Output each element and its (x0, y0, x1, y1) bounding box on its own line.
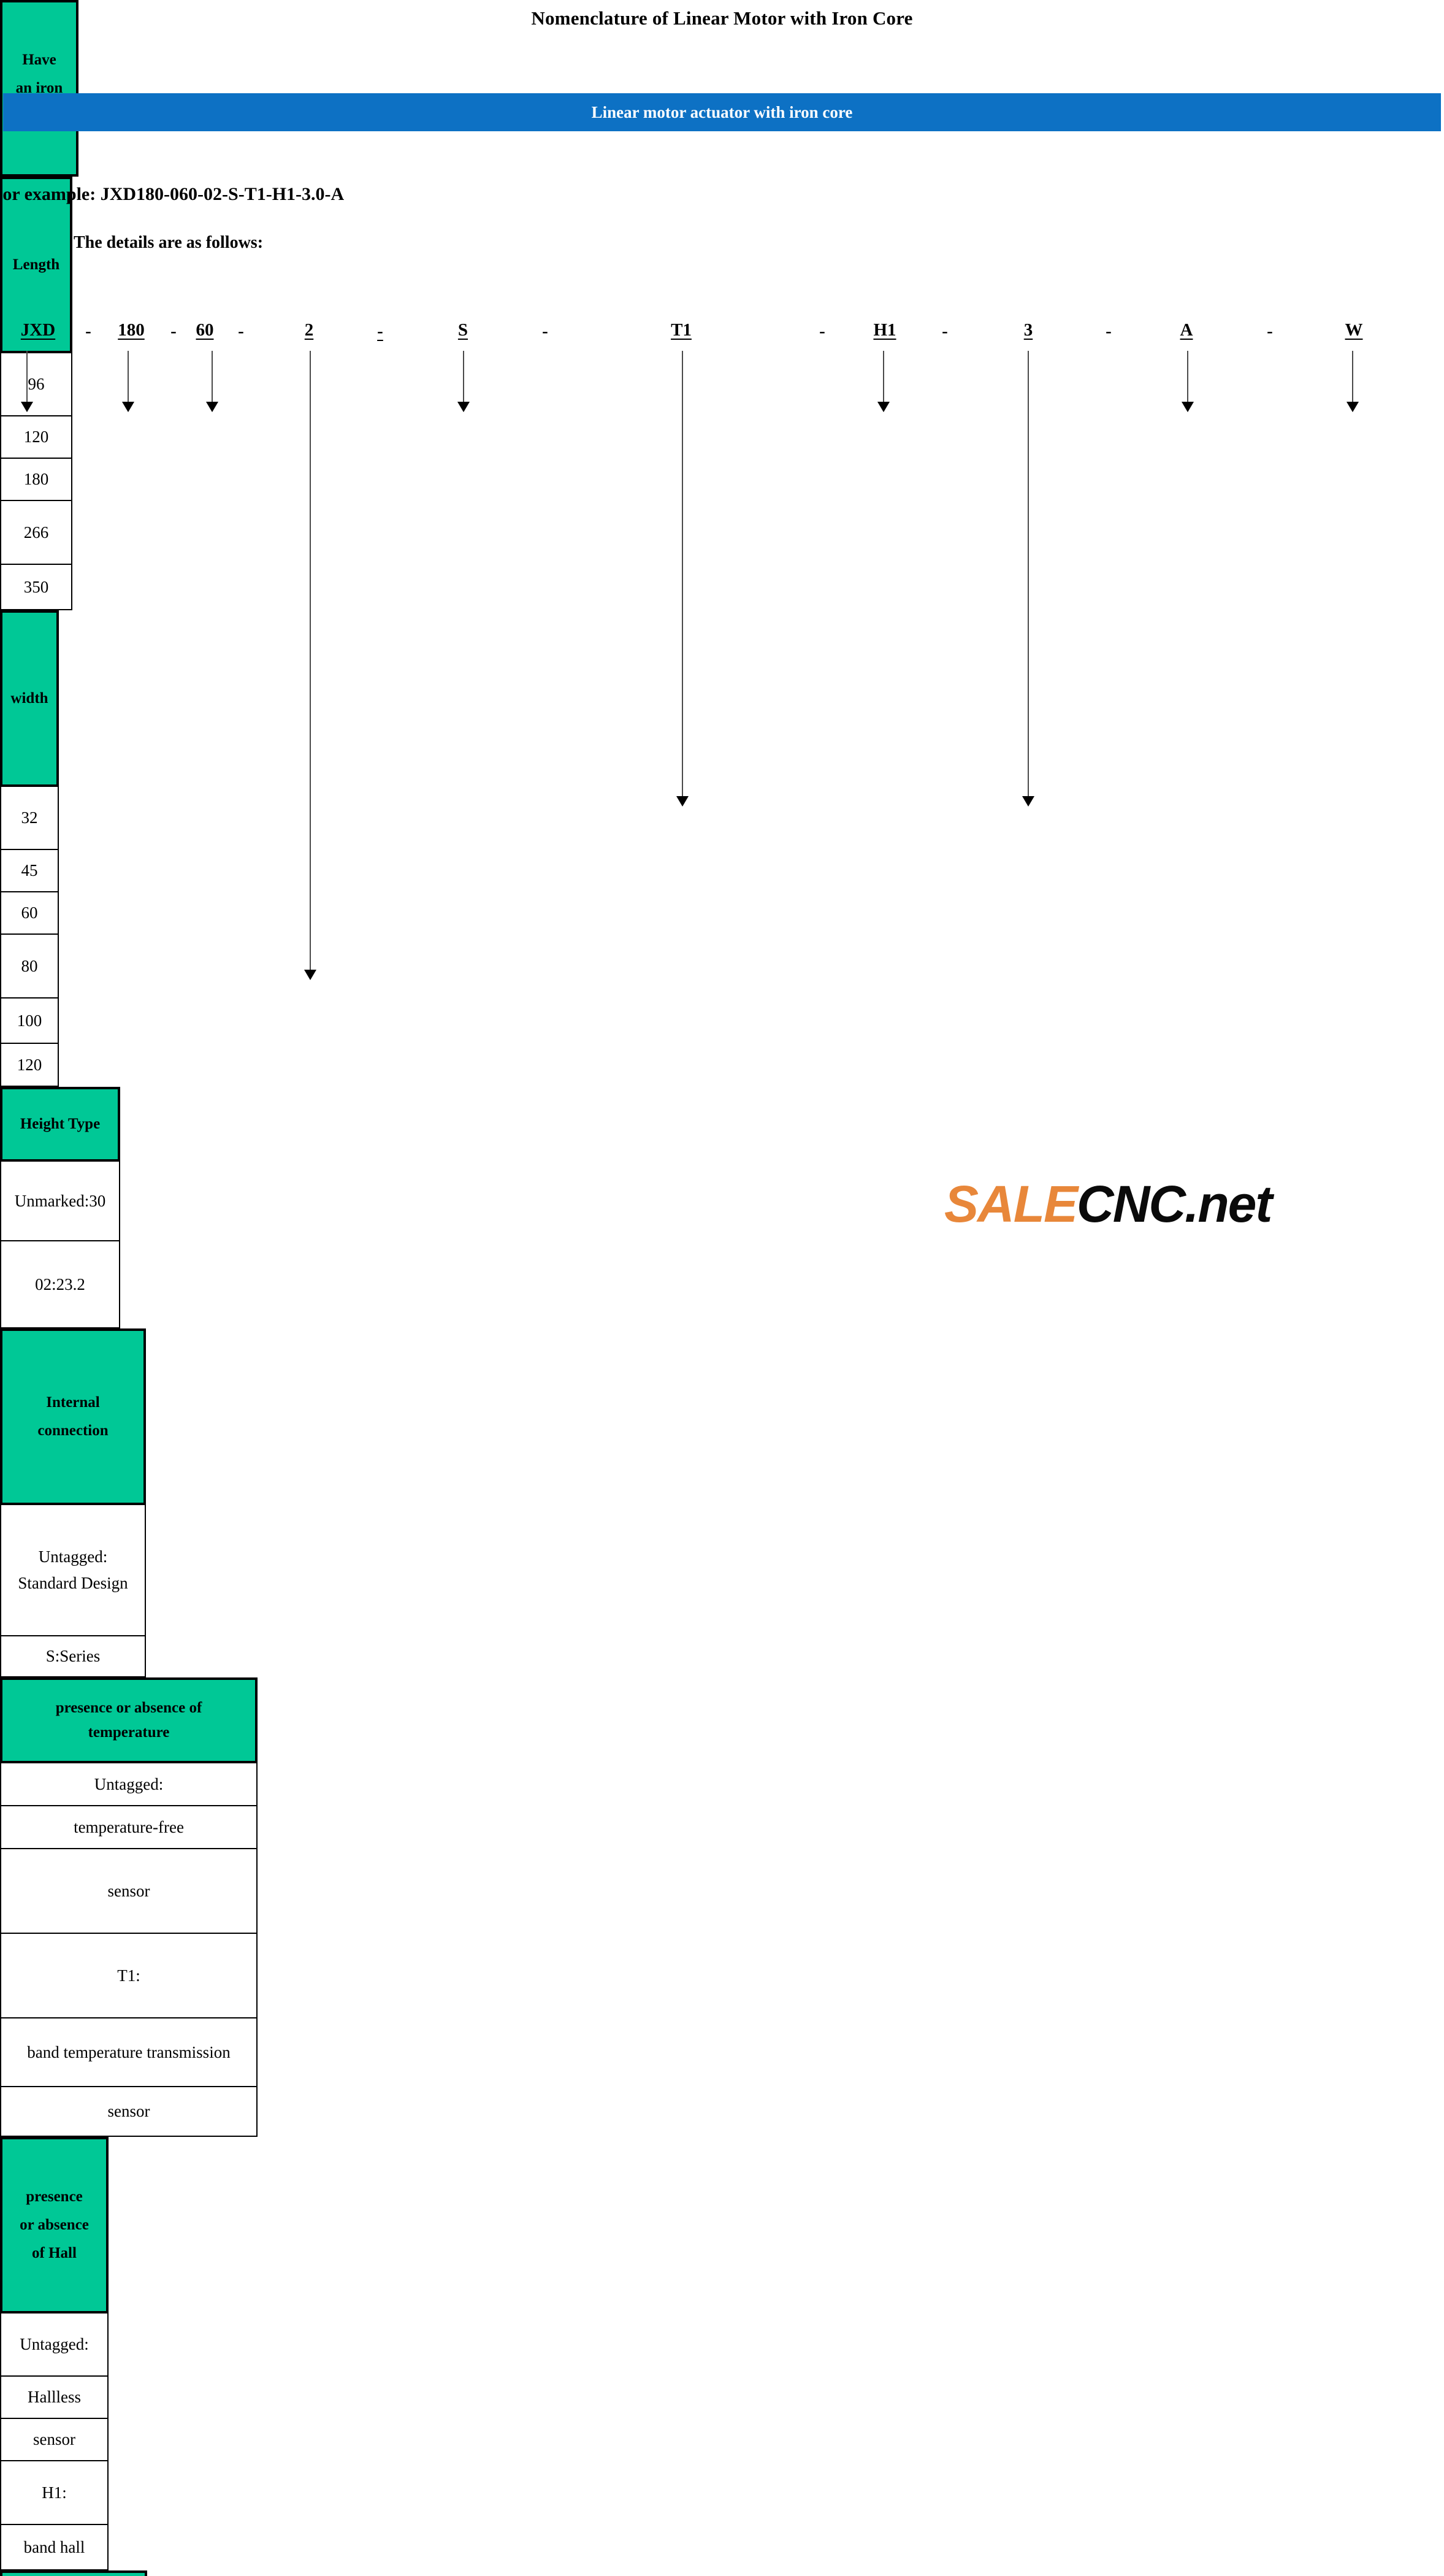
connector-line-width (212, 351, 213, 407)
length-value-cell: 120 (0, 416, 72, 459)
hall-value-cell: H1: (0, 2461, 109, 2525)
column-header-line: of Hall (32, 2245, 77, 2262)
height-type-value-cell: Unmarked:30 (0, 1162, 120, 1241)
height-type-value-cell: 02:23.2 (0, 1241, 120, 1328)
salecnc-logo: SALECNC.net (944, 1175, 1272, 1234)
arrow-head-shell (1347, 402, 1359, 412)
arrow-head-temperature (676, 796, 689, 807)
code-dash-3: - (238, 321, 244, 341)
length-value-cell: 96 (0, 353, 72, 416)
connector-line-hall (883, 351, 884, 407)
column-header-line: connection (37, 1422, 109, 1439)
logo-sale-text: SALE (944, 1175, 1078, 1233)
column-header-line: Length (12, 256, 60, 273)
internal-connection-value-cell: S:Series (0, 1636, 146, 1677)
details-text: The details are as follows: (74, 233, 264, 252)
code-token-s: S (457, 320, 468, 340)
length-value-cell: 266 (0, 501, 72, 565)
code-dash-6: - (819, 321, 825, 341)
connector-line-height-type (310, 351, 311, 975)
connector-line-iron-core (26, 351, 28, 407)
arrow-head-iron-core (21, 402, 33, 412)
example-text: For example: JXD180-060-02-S-T1-H1-3.0-A (0, 184, 345, 204)
cell-line: Untagged: (38, 1547, 108, 1566)
column-header-width: width (0, 610, 59, 787)
hall-value-cell: Hallless (0, 2377, 109, 2419)
arrow-head-internal (457, 402, 470, 412)
temperature-value-cell: Untagged: (0, 1763, 258, 1806)
code-dash-8: - (1106, 321, 1112, 341)
code-token-3: 3 (1023, 320, 1033, 340)
connector-line-length (128, 351, 129, 407)
code-token-60: 60 (196, 320, 214, 340)
column-header-line: Height Type (20, 1115, 101, 1132)
column-header-line: temperature (88, 1724, 170, 1741)
code-dash-5: - (542, 321, 548, 341)
arrow-head-width (206, 402, 218, 412)
code-dash-9: - (1267, 321, 1273, 341)
code-dash-1: - (85, 321, 91, 341)
column-header-temperature: presence or absence of temperature (0, 1677, 258, 1763)
column-header-line: or absence (20, 2216, 89, 2233)
cell-line: Standard Design (18, 1574, 128, 1592)
arrow-head-power-cord (1022, 796, 1034, 807)
hall-value-cell: sensor (0, 2419, 109, 2461)
width-value-cell: 120 (0, 1044, 59, 1087)
length-value-cell: 350 (0, 565, 72, 610)
code-token-2: 2 (304, 320, 314, 340)
temperature-value-cell: temperature-free (0, 1806, 258, 1849)
width-value-cell: 32 (0, 787, 59, 850)
column-header-internal-connection: Internal connection (0, 1328, 146, 1505)
column-header-line: width (10, 689, 48, 707)
width-value-cell: 80 (0, 935, 59, 999)
column-header-line: presence or absence of (55, 1700, 202, 1716)
width-value-cell: 100 (0, 999, 59, 1044)
temperature-value-cell: sensor (0, 1849, 258, 1934)
width-value-cell: 45 (0, 850, 59, 892)
code-token-t1: T1 (671, 320, 692, 340)
page-title: Nomenclature of Linear Motor with Iron C… (531, 7, 913, 29)
code-dash-7: - (942, 321, 948, 341)
temperature-value-cell: T1: (0, 1934, 258, 2018)
banner: Linear motor actuator with iron core (3, 93, 1441, 131)
column-header-line: presence (26, 2188, 83, 2205)
code-token-jxd: JXD (20, 320, 56, 340)
column-header-length: Length (0, 177, 72, 353)
length-value-cell: 180 (0, 459, 72, 501)
code-token-h1: H1 (873, 320, 896, 340)
connector-line-shell (1352, 351, 1353, 407)
connector-line-internal (463, 351, 464, 407)
logo-cnc-text: CNC.net (1077, 1175, 1272, 1233)
hall-value-cell: band hall (0, 2525, 109, 2570)
hall-value-cell: Untagged: (0, 2313, 109, 2377)
column-header-hall: presence or absence of Hall (0, 2137, 109, 2313)
connector-line-cooling (1187, 351, 1188, 407)
code-token-180: 180 (118, 320, 145, 340)
connector-line-power-cord (1028, 351, 1029, 802)
arrow-head-cooling (1182, 402, 1194, 412)
temperature-value-cell: band temperature transmission (0, 2018, 258, 2087)
column-header-line: Have (22, 51, 56, 68)
code-dash-4: - (377, 321, 383, 341)
connector-line-temperature (682, 351, 683, 802)
column-header-height-type: Height Type (0, 1087, 120, 1162)
column-header-line: Internal (46, 1393, 100, 1411)
temperature-value-cell: sensor (0, 2087, 258, 2137)
banner-title: Linear motor actuator with iron core (591, 102, 853, 121)
arrow-head-hall (877, 402, 890, 412)
width-value-cell: 60 (0, 892, 59, 935)
code-token-a: A (1180, 320, 1193, 340)
code-dash-2: - (170, 321, 177, 341)
column-header-power-cord: Power cord length (0, 2570, 147, 2576)
arrow-head-length (122, 402, 134, 412)
internal-connection-value-cell: Untagged: Standard Design (0, 1505, 146, 1636)
code-token-w: W (1345, 320, 1363, 340)
arrow-head-height-type (304, 970, 316, 980)
